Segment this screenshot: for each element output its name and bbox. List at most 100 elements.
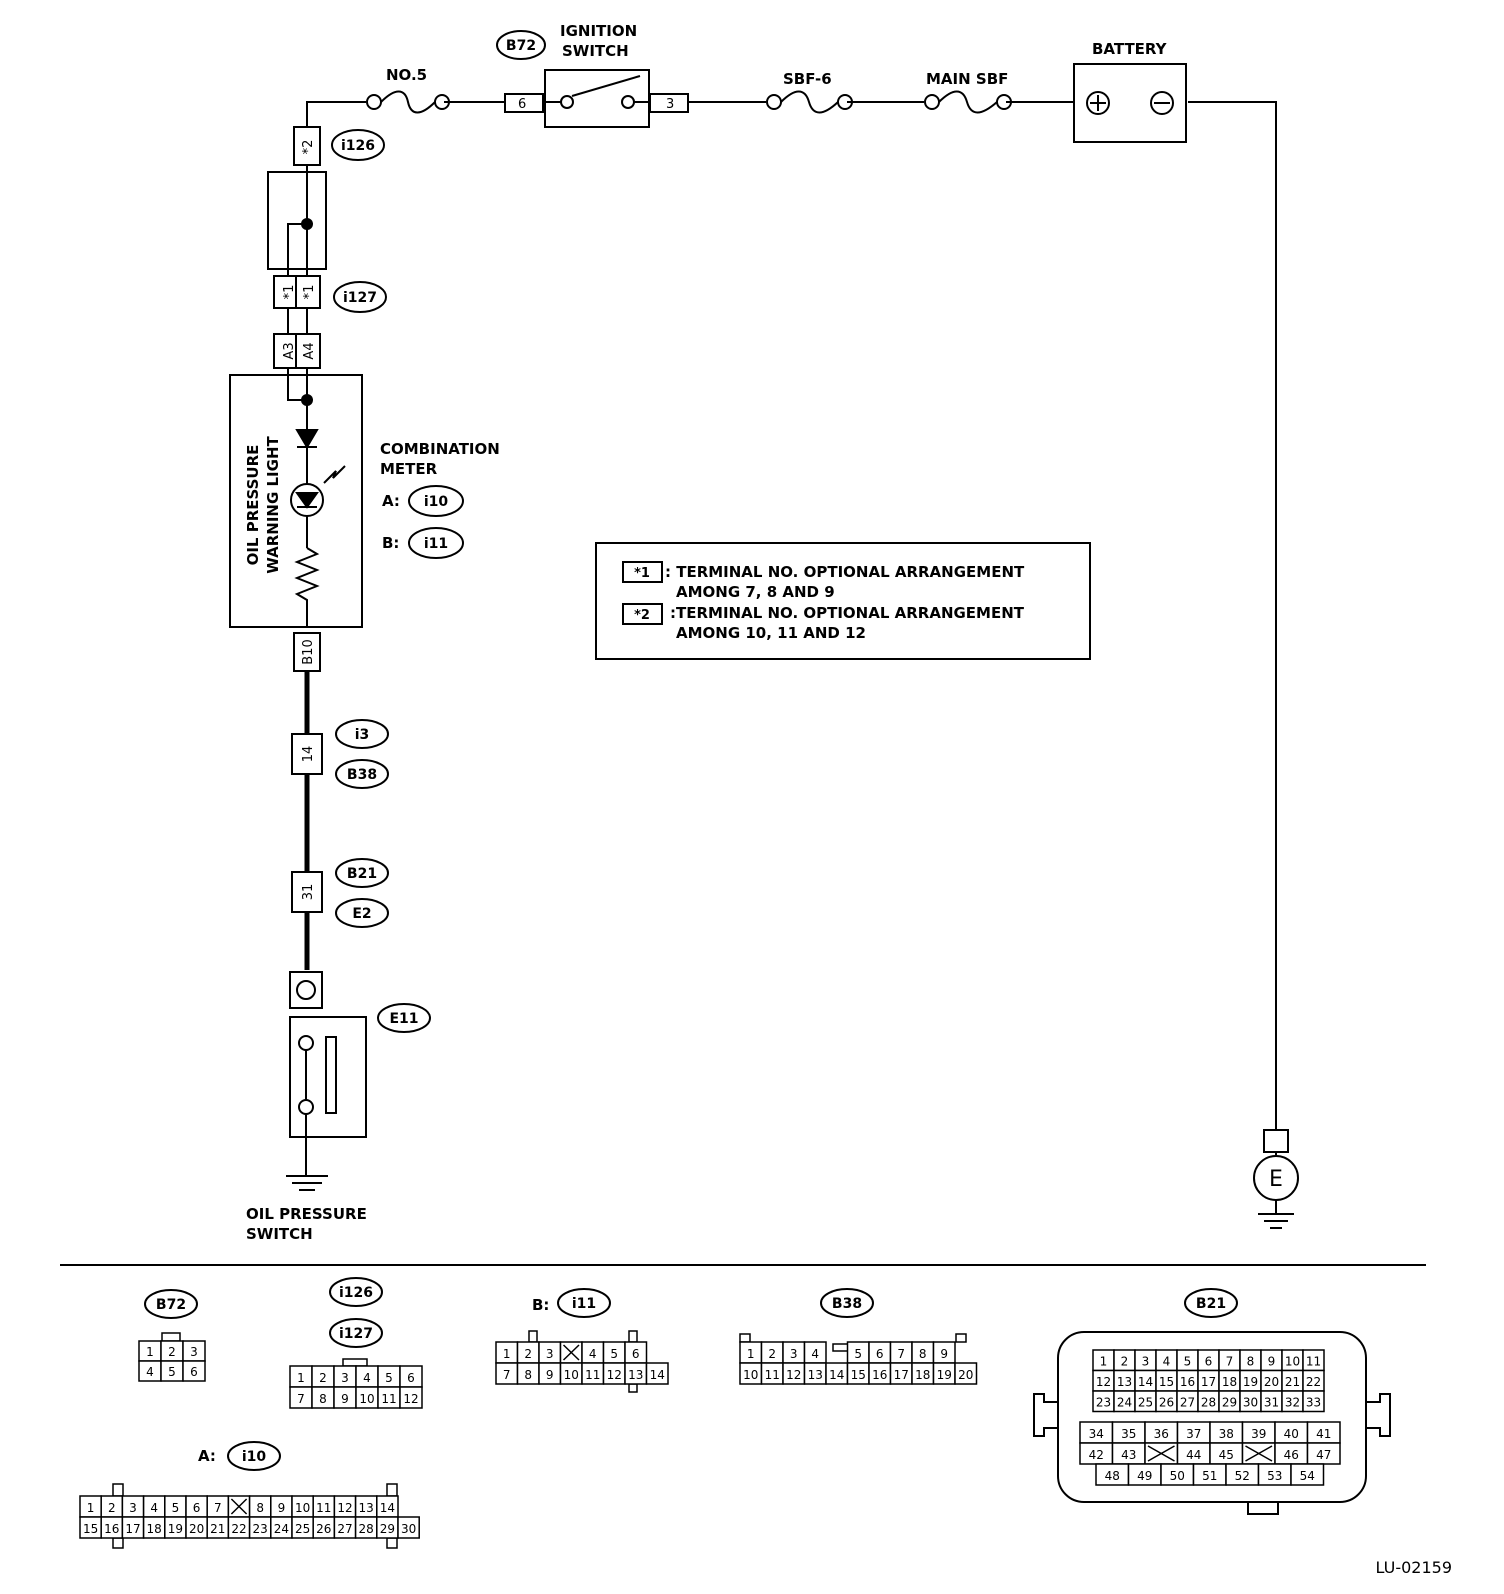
b21-pin-number: 1 — [1100, 1355, 1108, 1369]
terminal-14: 14 — [301, 746, 316, 763]
b21-pin-number: 12 — [1096, 1375, 1111, 1389]
b21-pin-number: 27 — [1180, 1396, 1195, 1410]
b21-pin-number: 26 — [1159, 1396, 1174, 1410]
b38-pin-number: 13 — [808, 1368, 823, 1382]
i10-pin-number: 20 — [189, 1522, 204, 1536]
i10-pin-number: 19 — [168, 1522, 183, 1536]
connector-i11-tag — [408, 527, 464, 559]
connector-b38-tag — [335, 759, 389, 789]
battery — [1073, 63, 1187, 143]
b21-pin-number: 38 — [1219, 1427, 1234, 1441]
b21-pin-number: 32 — [1285, 1396, 1300, 1410]
pinout-b38-label: B38 — [832, 1296, 862, 1312]
i10-pin-number: 12 — [337, 1501, 352, 1515]
connector-i126-tag — [331, 129, 385, 161]
b21-pin-number: 36 — [1154, 1427, 1169, 1441]
b38-pin-number: 8 — [919, 1347, 927, 1361]
b21-pin-number: 7 — [1226, 1355, 1234, 1369]
i11-pin-number: 9 — [546, 1368, 554, 1382]
i10-pin-number: 11 — [316, 1501, 331, 1515]
b21-pin-number: 6 — [1205, 1355, 1213, 1369]
ignition-switch-label-1: IGNITION — [560, 22, 637, 40]
fuse-main-sbf — [924, 90, 1012, 114]
b21-pin-number: 33 — [1306, 1396, 1321, 1410]
pinout-i127-tag — [329, 1318, 383, 1348]
ground-e-label: E — [1269, 1167, 1283, 1192]
connector-i3-label: i3 — [355, 727, 370, 743]
i126-pin-number: 2 — [319, 1371, 327, 1385]
i126-pin-number: 5 — [385, 1371, 393, 1385]
pinout-i10-label: i10 — [242, 1449, 267, 1465]
pinout-i126-tag — [329, 1277, 383, 1307]
b21-pin-number: 42 — [1089, 1448, 1104, 1462]
b38-pin-number: 15 — [851, 1368, 866, 1382]
i10-pin-number: 16 — [104, 1522, 119, 1536]
connector-i10-label: i10 — [424, 494, 449, 510]
b21-pin-number: 18 — [1222, 1375, 1237, 1389]
diagram-code: LU-02159 — [1376, 1558, 1453, 1577]
i10-pin-number: 24 — [274, 1522, 289, 1536]
terminal-star2-box — [293, 126, 321, 166]
b38-pin-number: 1 — [747, 1347, 755, 1361]
connector-b21-label: B21 — [347, 866, 377, 882]
b21-pin-number: 49 — [1137, 1469, 1152, 1483]
pinout-i11-tag — [557, 1288, 611, 1318]
oil-switch-label-2: SWITCH — [246, 1225, 313, 1243]
b21-pin-number: 9 — [1268, 1355, 1276, 1369]
i10-pin-number: 18 — [147, 1522, 162, 1536]
pinout-i10-prefix: A: — [198, 1447, 216, 1465]
fuse-no5-label: NO.5 — [386, 66, 427, 84]
i11-pin-number: 8 — [524, 1368, 532, 1382]
warning-light-label-2: WARNING LIGHT — [264, 435, 282, 573]
i10-pin-number: 29 — [380, 1522, 395, 1536]
pinout-i10-tag — [227, 1441, 281, 1471]
pinout-b21-label: B21 — [1196, 1296, 1226, 1312]
connector-e11-tag — [377, 1003, 431, 1033]
connector-i126-label: i126 — [341, 138, 375, 154]
b21-pin-number: 41 — [1316, 1427, 1331, 1441]
i10-pin-number: 14 — [380, 1501, 395, 1515]
i126-pin-number: 12 — [403, 1392, 418, 1406]
i11-pin-number: 14 — [650, 1368, 665, 1382]
b38-pin-number: 18 — [915, 1368, 930, 1382]
b72-pin-cell — [182, 1360, 206, 1382]
i11-pin-number: 1 — [503, 1347, 511, 1361]
i10-pin-number: 23 — [253, 1522, 268, 1536]
i126-pin-number: 8 — [319, 1392, 327, 1406]
b21-pin-number: 20 — [1264, 1375, 1279, 1389]
b72-pin-number: 5 — [168, 1365, 176, 1379]
b38-pin-number: 17 — [894, 1368, 909, 1382]
b21-pin-number: 16 — [1180, 1375, 1195, 1389]
ignition-switch-label-2: SWITCH — [562, 42, 629, 60]
note2-text-1: :TERMINAL NO. OPTIONAL ARRANGEMENT — [670, 604, 1025, 622]
warning-light-label-1: OIL PRESSURE — [244, 445, 262, 566]
connector-b38-label: B38 — [347, 767, 377, 783]
ign-terminal-3: 3 — [666, 97, 674, 112]
b21-pin-number: 30 — [1243, 1396, 1258, 1410]
connector-i10-tag — [408, 485, 464, 517]
i10-pin-number: 3 — [129, 1501, 137, 1515]
i10-pin-number: 26 — [316, 1522, 331, 1536]
i11-pin-number: 5 — [610, 1347, 618, 1361]
b21-pin-number: 34 — [1089, 1427, 1104, 1441]
note1-text-2: AMONG 7, 8 AND 9 — [676, 583, 835, 601]
i10-pin-number: 9 — [278, 1501, 286, 1515]
b38-pin-number: 9 — [940, 1347, 948, 1361]
note2-key: *2 — [634, 608, 650, 623]
connector-e11-label: E11 — [389, 1011, 418, 1027]
ignition-switch — [504, 69, 689, 128]
b38-pin-number: 14 — [829, 1368, 844, 1382]
b38-pin-number: 20 — [958, 1368, 973, 1382]
b21-pin-number: 29 — [1222, 1396, 1237, 1410]
i10-pin-number: 5 — [172, 1501, 180, 1515]
i11-pin-number: 7 — [503, 1368, 511, 1382]
b21-pin-number: 10 — [1285, 1355, 1300, 1369]
notes-box: *1 : TERMINAL NO. OPTIONAL ARRANGEMENT A… — [595, 542, 1091, 660]
connector-i11-label: i11 — [424, 536, 448, 552]
i10-pin-number: 6 — [193, 1501, 201, 1515]
b21-pin-number: 4 — [1163, 1355, 1171, 1369]
i10-pin-number: 28 — [359, 1522, 374, 1536]
b21-pin-number: 43 — [1121, 1448, 1136, 1462]
i10-pin-number: 8 — [256, 1501, 264, 1515]
i11-pin-number: 10 — [564, 1368, 579, 1382]
